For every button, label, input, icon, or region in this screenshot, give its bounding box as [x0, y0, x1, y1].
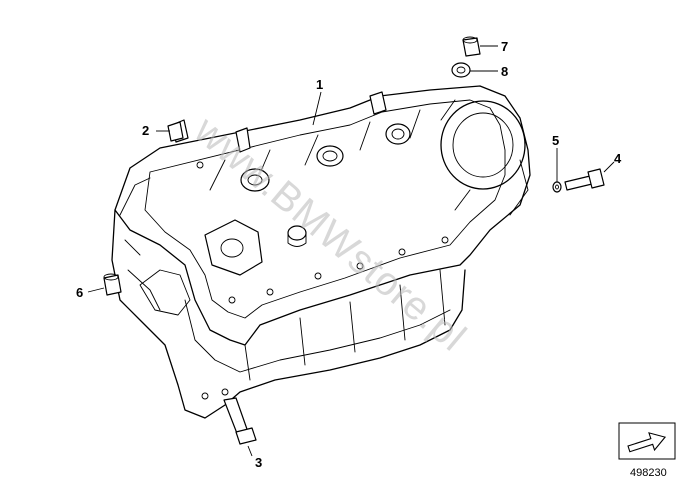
part-4-bolt — [564, 168, 605, 191]
callout-8: 8 — [501, 64, 508, 79]
document-number: 498230 — [630, 467, 667, 479]
callout-7: 7 — [501, 39, 508, 54]
callout-2: 2 — [142, 123, 149, 138]
callout-6: 6 — [76, 285, 83, 300]
part-7-plug — [462, 36, 481, 57]
callout-5: 5 — [552, 133, 559, 148]
callout-3: 3 — [255, 455, 262, 470]
callouts: 1 2 3 4 5 6 7 8 — [76, 39, 622, 470]
part-6-plug — [103, 273, 122, 296]
part-5-washer — [552, 181, 562, 193]
part-3-bolt — [223, 397, 257, 445]
callout-4: 4 — [614, 151, 622, 166]
part-2-dowel — [167, 121, 184, 142]
crankcase-block — [111, 85, 531, 419]
direction-arrow-icon — [618, 422, 676, 460]
callout-1: 1 — [316, 77, 323, 92]
part-8-seal-ring — [451, 62, 471, 78]
leader-lines — [87, 45, 615, 457]
